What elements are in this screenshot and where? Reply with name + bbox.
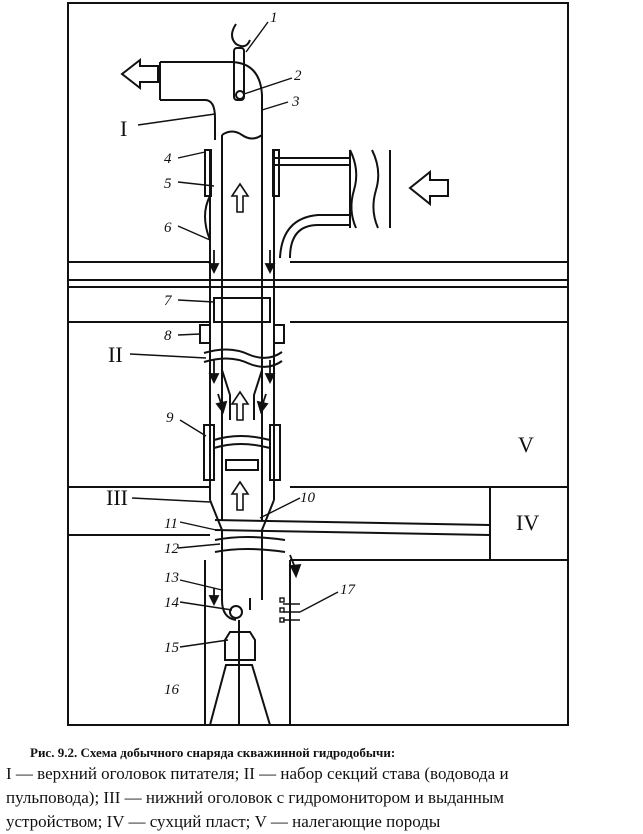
inlet-arrow [408, 169, 449, 207]
roman-V: V [518, 432, 534, 457]
diagram-frame [67, 2, 569, 726]
caption-line-3: устройством; IV — сухций пласт; V — нале… [6, 812, 441, 831]
caption-line-2: пульповода); III — нижний оголовок с гид… [6, 788, 505, 807]
productive-layer-IV [489, 486, 569, 561]
label-4: 4 [164, 151, 172, 167]
down-arrows [208, 250, 302, 607]
label-10: 10 [300, 490, 316, 506]
lifting-hook [231, 23, 251, 101]
label-6: 6 [164, 220, 172, 236]
label-7: 7 [164, 293, 173, 309]
leader-lines [129, 21, 339, 648]
label-17: 17 [340, 582, 357, 598]
label-8: 8 [164, 328, 172, 344]
label-12: 12 [164, 541, 180, 557]
water-inlet-pipe [272, 149, 391, 259]
roman-I: I [120, 116, 127, 141]
roman-IV: IV [516, 510, 539, 535]
label-1: 1 [270, 10, 278, 26]
label-3: 3 [291, 94, 300, 110]
roman-II: II [108, 342, 123, 367]
figure-caption: Рис. 9.2. Схема добычного снаряда скважи… [6, 744, 642, 834]
jet-arrows [279, 597, 300, 623]
label-15: 15 [164, 640, 180, 656]
slurry-outlet-pipe [159, 61, 263, 140]
label-2: 2 [294, 68, 302, 84]
label-14: 14 [164, 595, 180, 611]
caption-title: Рис. 9.2. Схема добычного снаряда скважи… [30, 745, 396, 760]
up-arrows [230, 182, 250, 511]
outlet-arrow [120, 57, 159, 91]
label-13: 13 [164, 570, 179, 586]
ground-layers [68, 261, 569, 561]
label-5: 5 [164, 176, 172, 192]
label-9: 9 [166, 410, 174, 426]
label-16: 16 [164, 682, 180, 698]
monitor-nozzle [229, 605, 243, 619]
roman-III: III [106, 485, 128, 510]
main-column [199, 130, 491, 726]
caption-line-1: I — верхний оголовок питателя; II — набо… [6, 764, 509, 783]
label-11: 11 [164, 516, 178, 532]
well-hydro-mining-diagram: 1 2 3 4 5 6 7 8 9 10 11 12 13 14 15 16 1… [67, 2, 569, 726]
